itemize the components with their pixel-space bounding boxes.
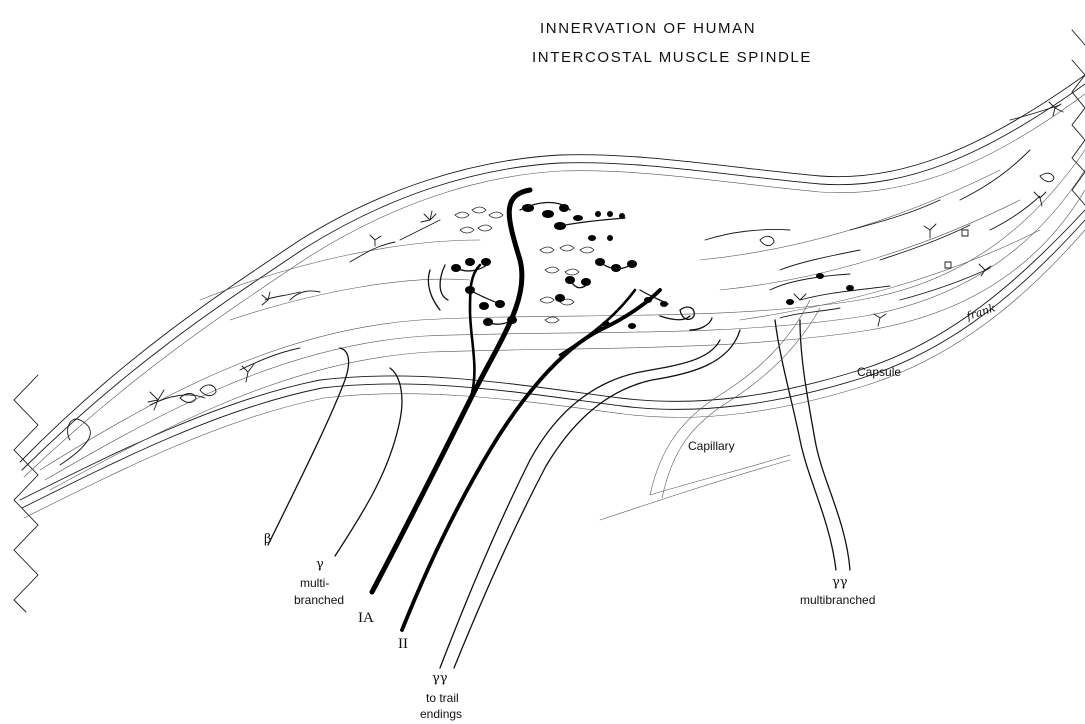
gamma-pair-bottom-label: γγ bbox=[432, 671, 448, 686]
gamma-left-label: γ bbox=[316, 557, 324, 572]
capillary-label: Capillary bbox=[688, 439, 735, 453]
trail-endings-label-2: endings bbox=[420, 707, 462, 721]
title-line-1: INNERVATION OF HUMAN bbox=[540, 20, 756, 37]
trail-endings-label-1: to trail bbox=[426, 691, 459, 705]
multibranched-left-label-1: multi- bbox=[300, 576, 329, 590]
nerve-gamma-trail-1 bbox=[440, 340, 720, 668]
capsule-upper bbox=[20, 75, 1085, 477]
nuclear-bag-region bbox=[455, 207, 594, 323]
right-fine-branches bbox=[705, 102, 1063, 326]
beta-label: β bbox=[264, 532, 272, 547]
multibranched-left-label-2: branched bbox=[294, 593, 344, 607]
left-cut-edge bbox=[14, 375, 38, 612]
title-line-2: INTERCOSTAL MUSCLE SPINDLE bbox=[532, 49, 812, 66]
nerve-gamma-trail-2 bbox=[454, 330, 740, 668]
nerve-gamma-left bbox=[335, 368, 402, 556]
multibranched-right-label: multibranched bbox=[800, 593, 875, 607]
capsule-label: Capsule bbox=[857, 365, 901, 379]
nerve-gamma-right-1 bbox=[775, 320, 836, 570]
ia-label: IA bbox=[358, 610, 374, 626]
nerve-beta bbox=[268, 348, 349, 545]
nerve-gamma-right-2 bbox=[800, 320, 850, 570]
capillary bbox=[600, 300, 820, 520]
gamma-pair-right-label: γγ bbox=[832, 575, 848, 590]
right-cut-edge bbox=[1072, 30, 1085, 205]
left-fine-branches bbox=[60, 211, 440, 465]
ii-label: II bbox=[398, 636, 408, 652]
artist-signature: frank bbox=[964, 301, 997, 323]
intrafusal-fibers bbox=[40, 150, 1085, 490]
